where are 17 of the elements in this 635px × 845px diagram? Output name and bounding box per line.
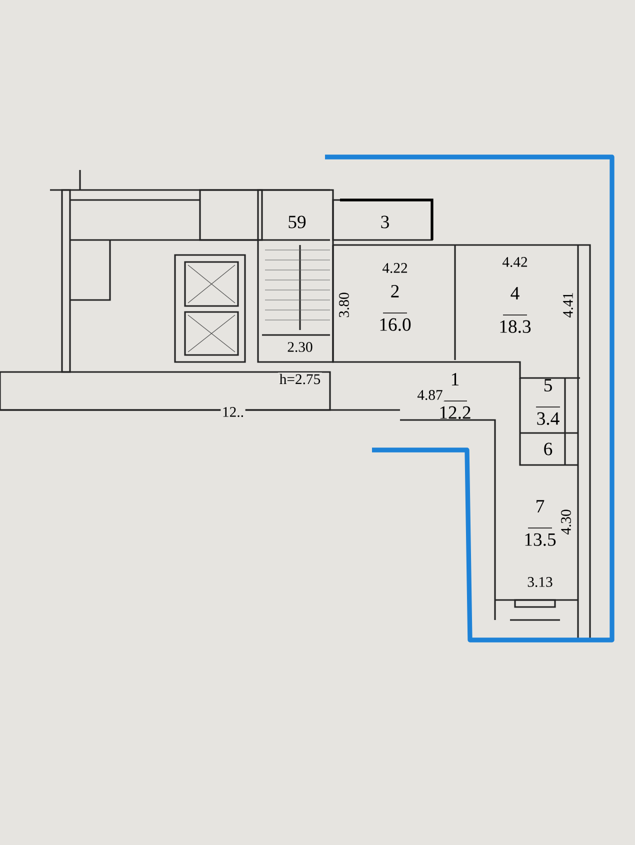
dimension-label: 4.42 <box>500 256 530 268</box>
room-label: 6 <box>544 442 552 456</box>
dimension-label: 4.30 <box>560 508 572 536</box>
dimension-label: 4.87 <box>416 388 444 402</box>
room-label: 7 13.5 <box>525 500 556 546</box>
room-label: 59 <box>288 216 306 228</box>
room-label: 2 16.0 <box>380 284 411 331</box>
dimension-label: 3.80 <box>338 290 350 320</box>
dimension-label: 4.41 <box>562 290 574 320</box>
room-label: 5 3.4 <box>536 379 560 425</box>
dimension-label: h=2.75 <box>278 372 322 386</box>
dimension-label: 12.. <box>220 406 246 418</box>
room-label: 4 18.3 <box>500 287 531 333</box>
dimension-label: 4.22 <box>380 262 410 274</box>
room-label: 3 <box>381 216 389 228</box>
dimension-label: 3.13 <box>526 576 554 588</box>
dimension-label: 2.30 <box>286 340 314 354</box>
